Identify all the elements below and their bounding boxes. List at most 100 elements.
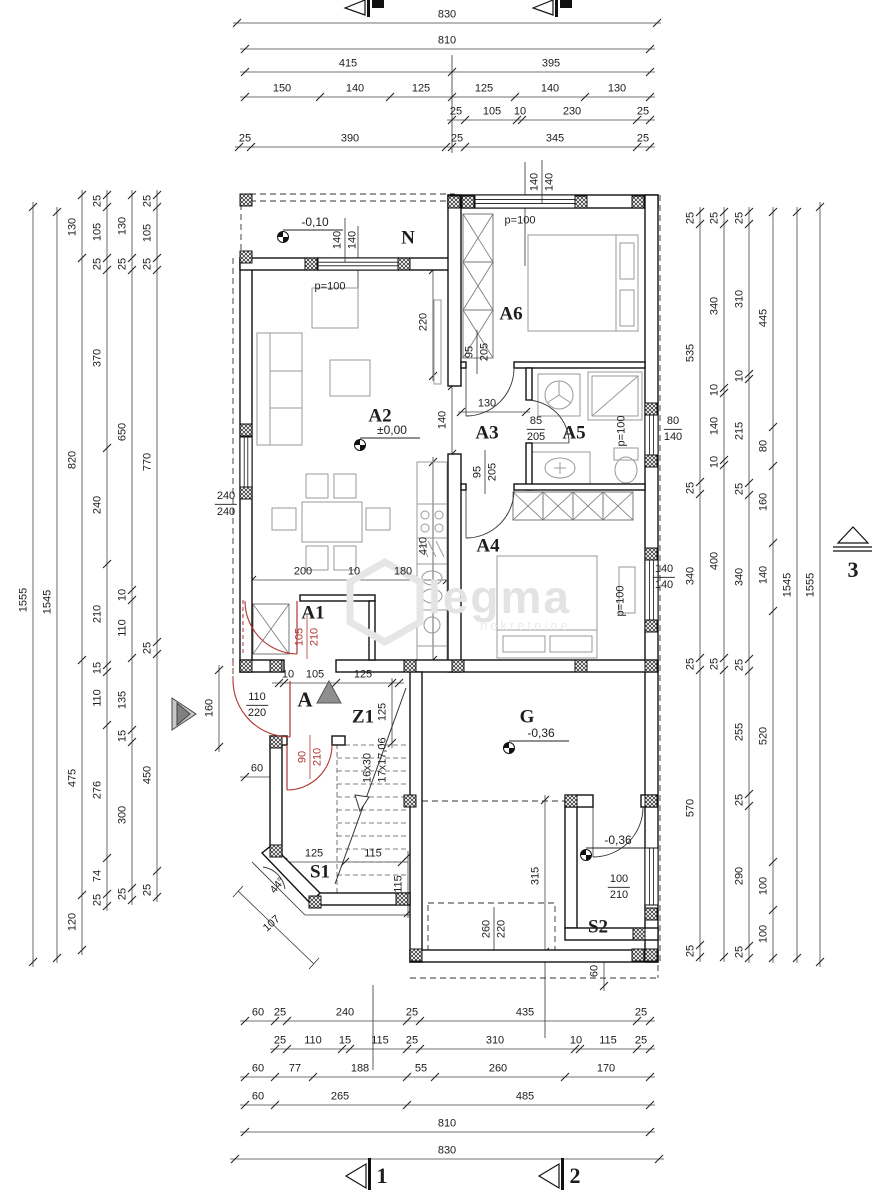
dimension-label: 300 bbox=[116, 805, 129, 825]
dimension-label: 340 bbox=[708, 296, 721, 316]
dimension-label: 340 bbox=[684, 566, 697, 586]
dimension-label: 25 bbox=[238, 132, 252, 145]
dimension-label: 475 bbox=[66, 768, 79, 788]
opening-size-label: 205 bbox=[478, 342, 491, 362]
dimension-label: 25 bbox=[141, 194, 154, 208]
dimension-label: 140 bbox=[757, 565, 770, 585]
room-label: A4 bbox=[476, 535, 500, 557]
opening-size-label: 140 bbox=[528, 172, 541, 192]
dimension-label: 25 bbox=[116, 257, 129, 271]
section-number: 2 bbox=[569, 1163, 581, 1188]
dimension-label: 520 bbox=[757, 726, 770, 746]
room-label: A5 bbox=[562, 422, 586, 444]
dimension-label: 105 bbox=[91, 222, 104, 242]
dimension-label: 25 bbox=[708, 211, 721, 225]
opening-height: 140 bbox=[663, 430, 683, 443]
dimension-label: 830 bbox=[437, 8, 457, 21]
dimension-label: 115 bbox=[364, 847, 382, 860]
dimension-label: 115 bbox=[371, 1034, 389, 1047]
opening-size-label: 90 bbox=[296, 750, 309, 764]
dimension-label: 115 bbox=[392, 875, 405, 893]
dimension-label: 100 bbox=[757, 876, 770, 896]
opening-size-label: 140 bbox=[543, 172, 556, 192]
dimension-label: 110 bbox=[304, 1034, 322, 1047]
dimension-label: 60 bbox=[250, 762, 264, 775]
dimension-label: 25 bbox=[733, 945, 746, 959]
level-marker-label: -0,36 bbox=[527, 726, 555, 740]
dimension-label: 105 bbox=[305, 668, 325, 681]
dimension-label: 535 bbox=[684, 343, 697, 363]
dimension-label: 74 bbox=[91, 869, 104, 883]
dimension-label: 410 bbox=[417, 536, 430, 556]
annotation-label: p=100 bbox=[615, 415, 628, 447]
dimension-label: 25 bbox=[91, 893, 104, 907]
dimension-label: 25 bbox=[141, 257, 154, 271]
dimension-label: 105 bbox=[141, 223, 154, 243]
dimension-label: 820 bbox=[66, 450, 79, 470]
level-marker-label: -0,36 bbox=[604, 833, 632, 847]
opening-height: 140 bbox=[654, 578, 674, 591]
dimension-label: 10 bbox=[708, 455, 721, 469]
dimension-label: 120 bbox=[66, 912, 79, 932]
dimension-label: 15 bbox=[338, 1034, 352, 1047]
opening-size-label: 140 bbox=[331, 230, 344, 250]
dimension-label: 25 bbox=[733, 482, 746, 496]
dimension-label: 265 bbox=[330, 1090, 350, 1103]
room-label: A1 bbox=[301, 602, 325, 624]
opening-width: 240 bbox=[214, 490, 238, 505]
dimension-label: 25 bbox=[273, 1006, 287, 1019]
dimension-label: 10 bbox=[513, 105, 527, 118]
dimension-label: 240 bbox=[91, 495, 104, 515]
dimension-label: 130 bbox=[116, 216, 129, 236]
dimension-label: 1555 bbox=[804, 572, 817, 598]
dimension-label: 115 bbox=[599, 1034, 617, 1047]
stair-note-label: 17x17,06 bbox=[376, 737, 389, 783]
dimension-label: 25 bbox=[684, 481, 697, 495]
dimension-label: 100 bbox=[757, 924, 770, 944]
opening-size-label: 205 bbox=[486, 462, 499, 482]
dimension-label: 230 bbox=[562, 105, 582, 118]
dimension-label: 650 bbox=[116, 422, 129, 442]
room-label: N bbox=[401, 227, 415, 249]
dimension-label: 1545 bbox=[781, 572, 794, 598]
dimension-label: 25 bbox=[91, 257, 104, 271]
dimension-label: 150 bbox=[272, 82, 292, 95]
opening-size-label: 95 bbox=[463, 345, 476, 359]
room-label: S1 bbox=[309, 861, 331, 883]
dimension-label: 135 bbox=[116, 690, 129, 710]
entrance-label: A bbox=[297, 687, 313, 712]
opening-size-label: 220 bbox=[495, 919, 508, 939]
dimension-label: 25 bbox=[449, 105, 463, 118]
dimension-label: 60 bbox=[588, 964, 601, 978]
dimension-label: 415 bbox=[338, 57, 358, 70]
dimension-label: 25 bbox=[116, 887, 129, 901]
opening-width: 110 bbox=[246, 691, 268, 706]
dimension-label: 25 bbox=[636, 105, 650, 118]
dimension-label: 140 bbox=[708, 416, 721, 436]
dimension-label: 310 bbox=[485, 1034, 505, 1047]
dimension-label: 110 bbox=[91, 689, 104, 707]
dimension-label: 400 bbox=[708, 551, 721, 571]
dimension-label: 140 bbox=[436, 410, 449, 430]
dimension-label: 10 bbox=[733, 369, 746, 383]
dimension-label: 260 bbox=[488, 1062, 508, 1075]
dimension-label: 220 bbox=[417, 312, 430, 332]
opening-height: 220 bbox=[247, 706, 267, 719]
dimension-label: 77 bbox=[288, 1062, 302, 1075]
dimension-label: 25 bbox=[634, 1034, 648, 1047]
dimension-label: 25 bbox=[450, 132, 464, 145]
dimension-label: 170 bbox=[596, 1062, 616, 1075]
opening-size-label: 260 bbox=[480, 919, 493, 939]
dimension-label: 1555 bbox=[17, 587, 30, 613]
opening-size-label: 210 bbox=[308, 627, 321, 647]
room-label: A2 bbox=[368, 405, 392, 427]
dimension-label: 830 bbox=[437, 1144, 457, 1157]
dimension-label: 25 bbox=[634, 1006, 648, 1019]
dimension-label: 130 bbox=[66, 217, 79, 237]
dimension-label: 255 bbox=[733, 722, 746, 742]
dimension-label: 60 bbox=[251, 1090, 265, 1103]
